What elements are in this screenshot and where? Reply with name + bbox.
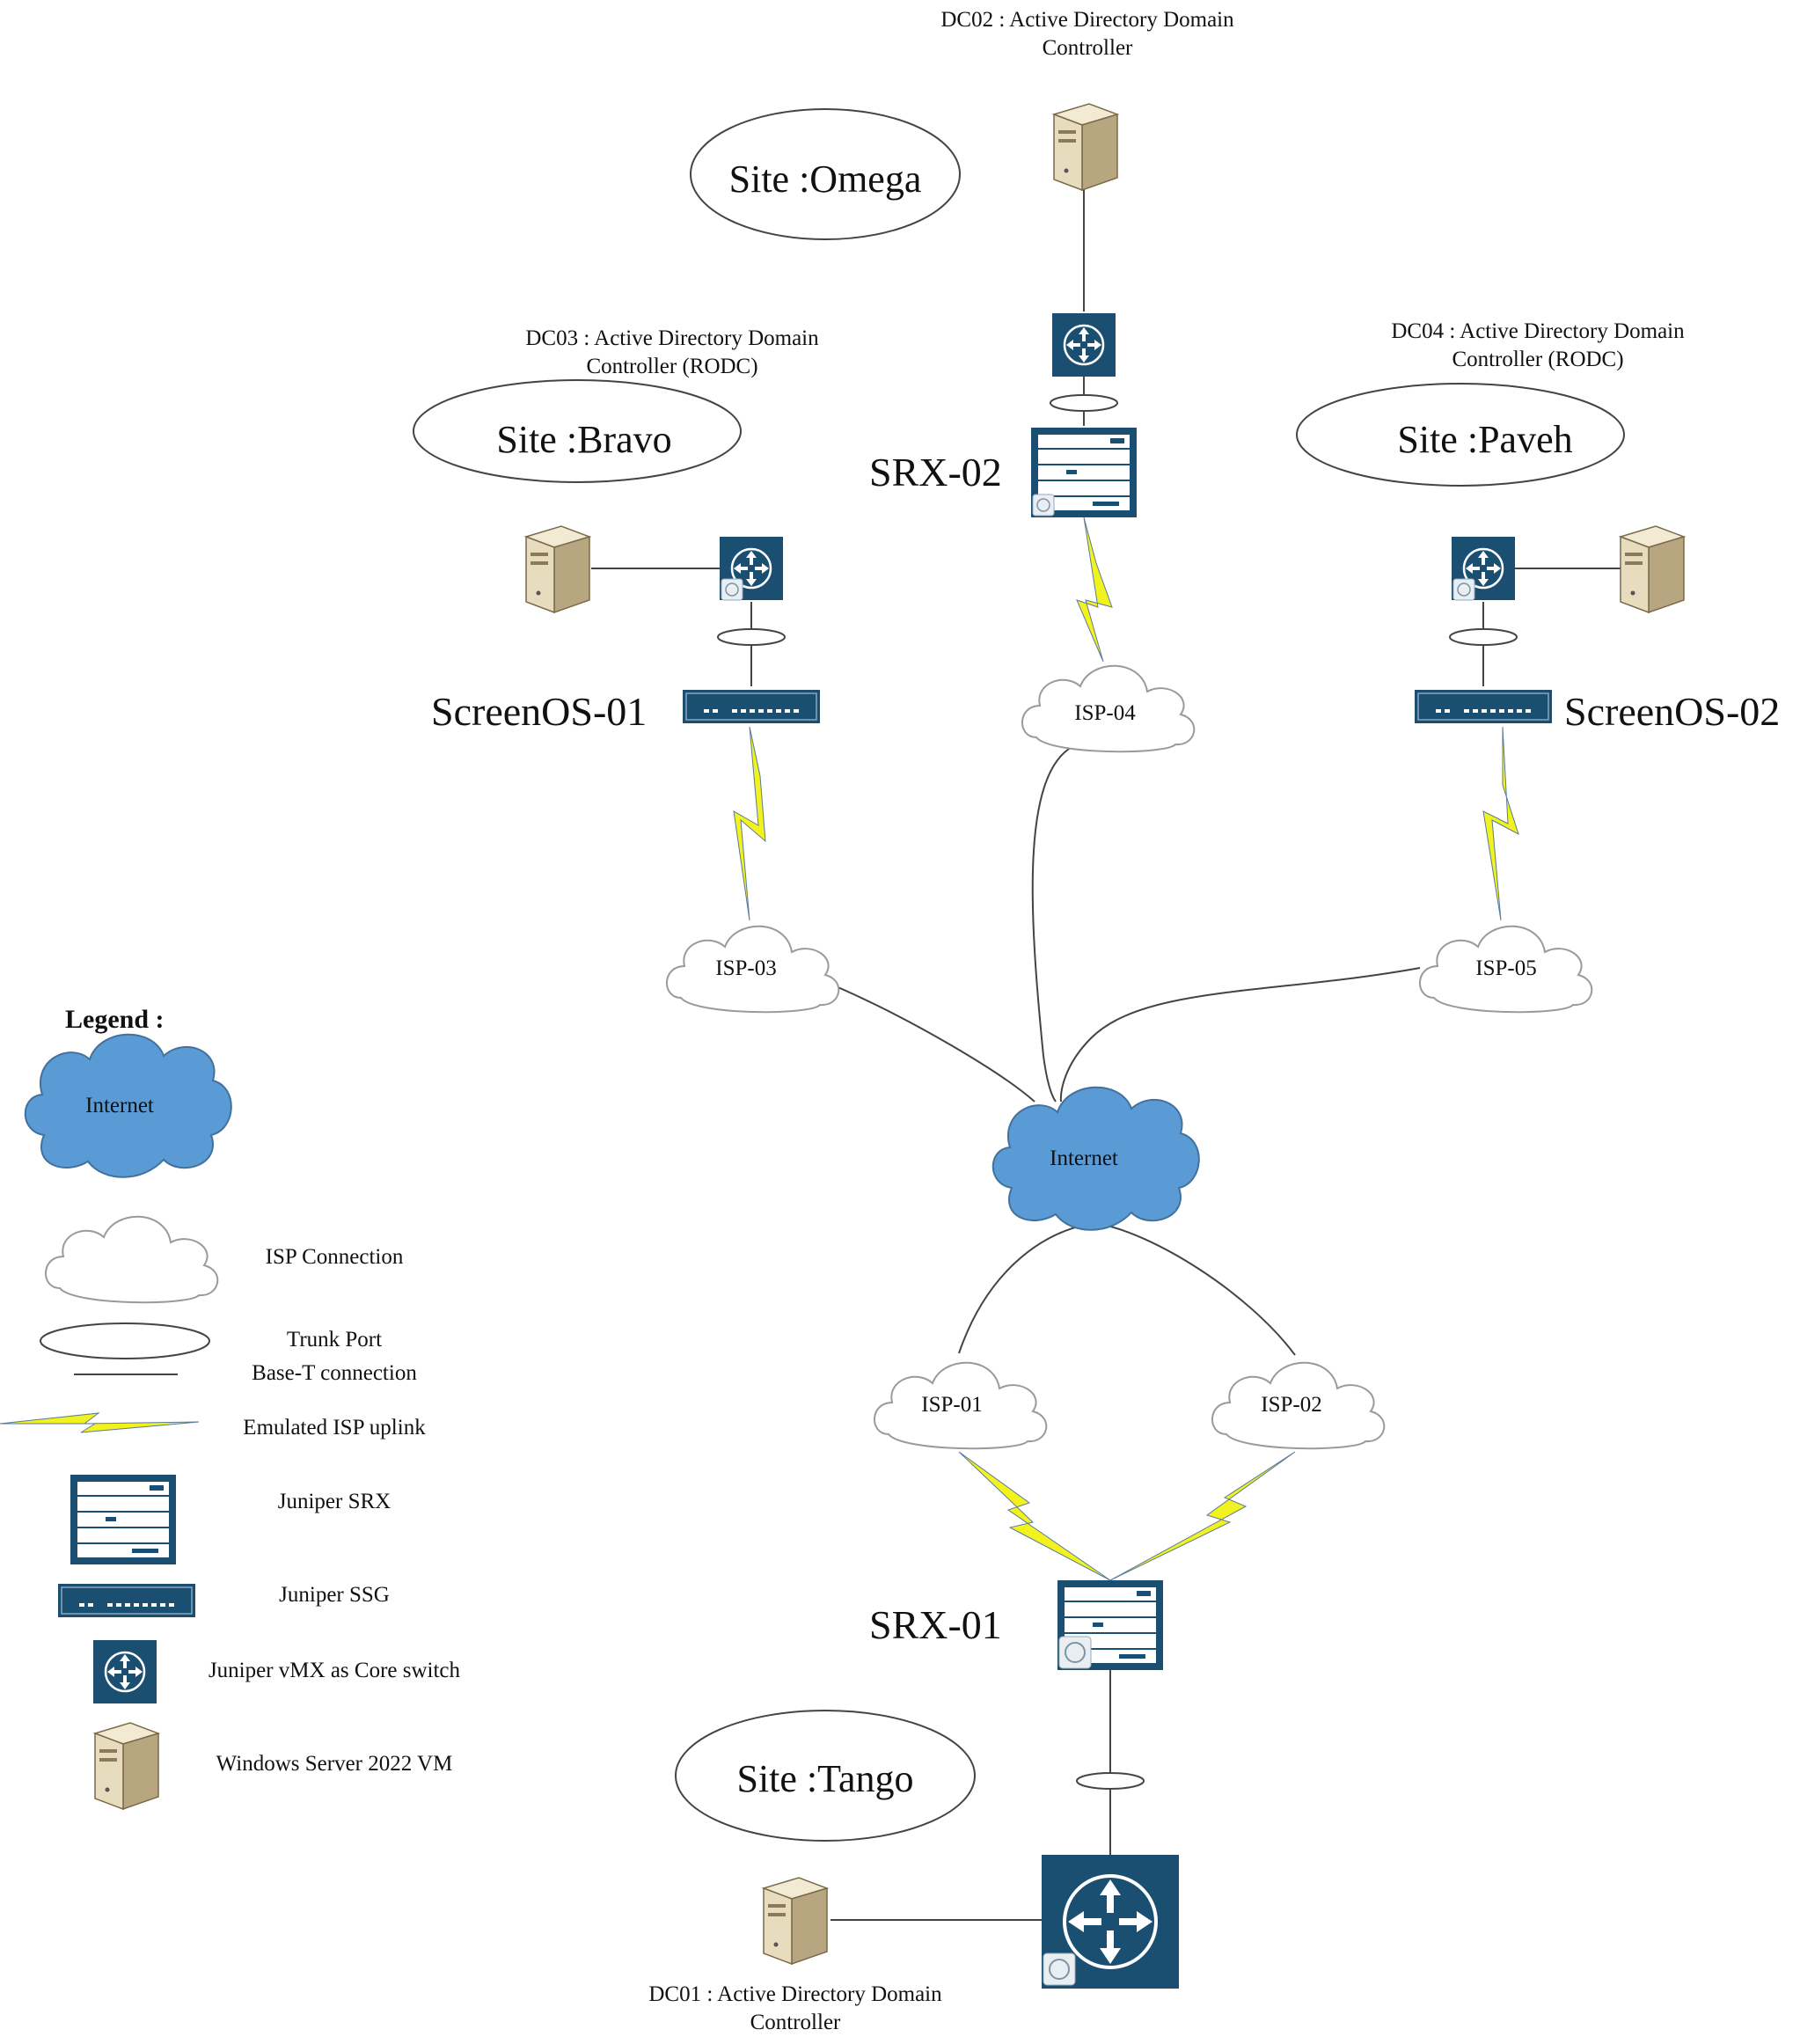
svg-text:Internet: Internet xyxy=(85,1094,154,1117)
site-bravo-label: Site :Bravo xyxy=(496,418,671,461)
screenos02-label: ScreenOS-02 xyxy=(1564,689,1780,734)
legend-vmx-swatch xyxy=(91,1638,158,1705)
dc04-caption: DC04 : Active Directory Domain Controlle… xyxy=(1391,319,1685,371)
site-omega-label: Site :Omega xyxy=(729,158,922,201)
svg-text:ISP-05: ISP-05 xyxy=(1475,956,1536,980)
dc02-caption: DC02 : Active Directory Domain Controlle… xyxy=(940,8,1234,60)
legend: Legend : Internet ISP Connection Trunk P… xyxy=(0,1005,461,1810)
legend-uplink-swatch xyxy=(0,1412,200,1433)
legend-ssg-label: Juniper SSG xyxy=(279,1583,390,1607)
screenos01-label: ScreenOS-01 xyxy=(431,689,647,734)
svg-text:Controller: Controller xyxy=(750,2011,841,2034)
site-tango: Site :Tango xyxy=(675,1710,976,1842)
isp03-cloud: ISP-03 xyxy=(665,925,840,1014)
isp02-cloud: ISP-02 xyxy=(1211,1361,1386,1450)
legend-internet-swatch: Internet xyxy=(24,1033,232,1178)
svg-text:Controller (RODC): Controller (RODC) xyxy=(586,355,757,378)
dc02-server-icon xyxy=(1053,103,1118,191)
site-paveh: Site :Paveh xyxy=(1296,383,1625,487)
uplink-srx01-isp02 xyxy=(1109,1451,1296,1581)
svg-text:ISP-01: ISP-01 xyxy=(921,1393,982,1417)
svg-text:Internet: Internet xyxy=(1050,1147,1118,1170)
dc01-caption: DC01 : Active Directory Domain Controlle… xyxy=(648,1982,942,2034)
vmx-paveh-icon xyxy=(1450,535,1517,602)
site-tango-label: Site :Tango xyxy=(736,1757,913,1800)
legend-trunk-swatch xyxy=(40,1322,210,1359)
svg-text:DC03 : Active Directory Domain: DC03 : Active Directory Domain xyxy=(525,326,819,350)
trunk-port-screenos01 xyxy=(717,628,786,646)
isp04-cloud: ISP-04 xyxy=(1021,664,1196,753)
legend-server-label: Windows Server 2022 VM xyxy=(216,1752,453,1776)
vmx-bravo-icon xyxy=(718,535,785,602)
legend-ssg-swatch xyxy=(57,1583,196,1618)
legend-base-t-label: Base-T connection xyxy=(252,1361,417,1385)
uplink-screenos01-isp03 xyxy=(733,726,766,921)
site-paveh-label: Site :Paveh xyxy=(1397,418,1572,461)
internet-cloud: Internet xyxy=(991,1086,1200,1231)
srx01-icon xyxy=(1057,1579,1164,1671)
vmx-tango-icon xyxy=(1042,1855,1179,1989)
isp01-cloud: ISP-01 xyxy=(873,1361,1048,1450)
dc03-server-icon xyxy=(525,525,590,613)
dc01-server-icon xyxy=(763,1877,828,1965)
legend-vmx-label: Juniper vMX as Core switch xyxy=(209,1659,461,1682)
legend-srx-label: Juniper SRX xyxy=(278,1490,391,1513)
legend-srx-swatch xyxy=(70,1474,177,1565)
uplink-screenos02-isp05 xyxy=(1482,726,1519,921)
uplink-srx01-isp01 xyxy=(958,1451,1111,1581)
svg-text:ISP-04: ISP-04 xyxy=(1074,701,1136,725)
base-t-connections xyxy=(591,187,1621,1921)
legend-trunk-label: Trunk Port xyxy=(287,1328,382,1352)
trunk-ports xyxy=(717,394,1518,1790)
svg-text:ISP-02: ISP-02 xyxy=(1261,1393,1321,1417)
legend-title: Legend : xyxy=(65,1005,165,1034)
trunk-port-screenos02 xyxy=(1449,628,1518,646)
svg-text:DC04 : Active Directory Domain: DC04 : Active Directory Domain xyxy=(1391,319,1685,343)
site-bravo: Site :Bravo xyxy=(413,379,742,483)
srx02-icon xyxy=(1030,427,1138,518)
uplink-srx02-isp04 xyxy=(1076,516,1113,663)
screenos01-icon xyxy=(682,689,821,724)
legend-isp-label: ISP Connection xyxy=(266,1245,404,1269)
site-omega: Site :Omega xyxy=(690,108,961,240)
svg-text:DC02 : Active Directory Domain: DC02 : Active Directory Domain xyxy=(940,8,1234,32)
dc04-server-icon xyxy=(1620,525,1685,613)
vmx-omega-icon xyxy=(1050,311,1117,378)
svg-text:DC01 : Active Directory Domain: DC01 : Active Directory Domain xyxy=(648,1982,942,2006)
srx01-label: SRX-01 xyxy=(869,1602,1002,1647)
legend-isp-swatch xyxy=(44,1215,219,1304)
isp05-cloud: ISP-05 xyxy=(1418,925,1593,1014)
trunk-port-srx02 xyxy=(1050,394,1118,412)
dc03-caption: DC03 : Active Directory Domain Controlle… xyxy=(525,326,819,378)
svg-text:Controller: Controller xyxy=(1043,36,1133,60)
legend-uplink-label: Emulated ISP uplink xyxy=(243,1416,426,1440)
srx02-label: SRX-02 xyxy=(869,450,1002,495)
screenos02-icon xyxy=(1414,689,1553,724)
svg-text:ISP-03: ISP-03 xyxy=(715,956,776,980)
legend-server-swatch xyxy=(94,1722,159,1810)
trunk-port-srx01 xyxy=(1076,1772,1145,1790)
svg-text:Controller (RODC): Controller (RODC) xyxy=(1452,348,1623,371)
